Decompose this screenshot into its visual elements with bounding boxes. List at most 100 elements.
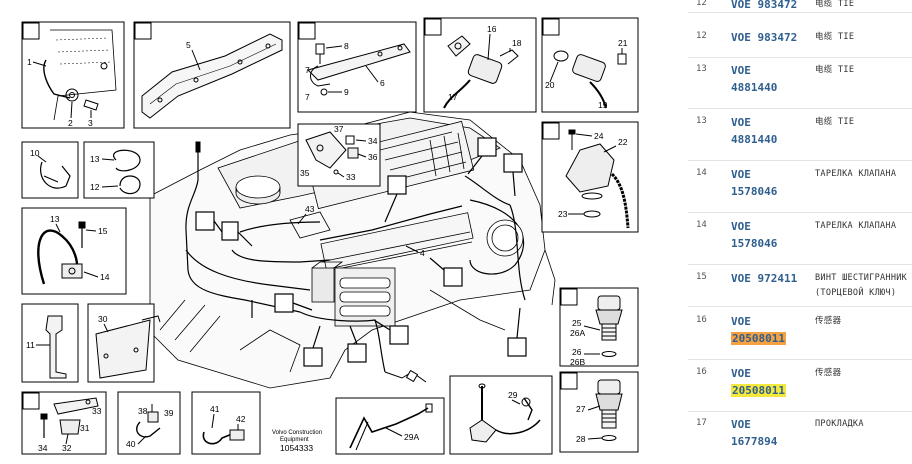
table-row[interactable]: 12 VOE 983472 电缆 TIE — [688, 27, 912, 58]
table-row[interactable]: 17 VOE 1677894 ПРОКЛАДКА — [688, 414, 912, 462]
svg-text:27: 27 — [576, 404, 586, 414]
part-prefix: VOE — [731, 418, 751, 431]
highlighted-part-code: 20508011 — [731, 384, 786, 397]
row-part-number[interactable]: VOE 1578046 — [731, 166, 801, 200]
svg-text:11: 11 — [26, 340, 35, 350]
panel-g: G 25 26A 26 26B — [559, 287, 639, 367]
panel-tube-29: 29 — [449, 375, 553, 455]
part-prefix: VOE — [731, 367, 751, 380]
table-row[interactable]: 15 VOE 972411 ВИНТ ШЕСТИГРАННИК (ТОРЦЕВО… — [688, 268, 912, 307]
panel-b: B 5 — [133, 21, 291, 129]
row-qty: 15 — [696, 272, 707, 282]
row-description: 传感器 — [815, 368, 842, 378]
svg-text:26A: 26A — [570, 328, 585, 338]
svg-text:26: 26 — [572, 347, 582, 357]
svg-text:13: 13 — [90, 154, 100, 164]
engine-callouts: 43 4 — [297, 204, 425, 258]
part-prefix: VOE — [731, 220, 751, 233]
svg-text:13: 13 — [50, 214, 60, 224]
svg-text:29A: 29A — [404, 432, 419, 442]
row-part-number[interactable]: VOE 4881440 — [731, 62, 801, 96]
svg-text:1054333: 1054333 — [280, 443, 313, 453]
svg-text:18: 18 — [512, 38, 522, 48]
exploded-parts-diagram: 43 4 D I F E G B G C A H — [21, 17, 639, 455]
svg-text:21: 21 — [618, 38, 628, 48]
row-qty: 13 — [696, 116, 707, 126]
panel-d: D 16 18 17 — [423, 17, 537, 113]
svg-text:14: 14 — [100, 272, 110, 282]
svg-text:22: 22 — [618, 137, 628, 147]
row-part-number[interactable]: VOE 983472 — [731, 31, 798, 44]
svg-text:7: 7 — [305, 92, 310, 102]
table-row[interactable]: 16 VOE 20508011 传感器 — [688, 311, 912, 360]
row-part-number[interactable]: VOE 1578046 — [731, 218, 801, 252]
table-row[interactable]: 13 VOE 4881440 电缆 TIE — [688, 112, 912, 161]
row-part-number[interactable]: VOE 4881440 — [731, 114, 801, 148]
engine-illustration — [149, 111, 556, 389]
svg-text:35: 35 — [300, 168, 310, 178]
row-description: ТАРЕЛКА КЛАПАНА — [815, 169, 897, 179]
svg-text:37: 37 — [334, 124, 344, 134]
table-row[interactable]: 16 VOE 20508011 传感器 — [688, 363, 912, 412]
svg-text:17: 17 — [448, 92, 458, 102]
panel-clamp-41: 41 42 — [191, 391, 261, 455]
row-qty: 14 — [696, 168, 707, 178]
panel-strap: 13 15 14 — [21, 207, 127, 295]
svg-text:39: 39 — [164, 408, 174, 418]
part-code: 4881440 — [731, 81, 778, 94]
parts-list: 12 VOE 983472 电缆 TIE 12 VOE 983472 电缆 TI… — [688, 0, 912, 464]
row-description: ПРОКЛАДКА — [815, 419, 864, 429]
svg-text:26B: 26B — [570, 357, 585, 367]
table-row[interactable]: 14 VOE 1578046 ТАРЕЛКА КЛАПАНА — [688, 216, 912, 265]
svg-text:38: 38 — [138, 406, 148, 416]
svg-text:9: 9 — [344, 87, 349, 97]
panel-clamp-38: 38 39 40 — [117, 391, 181, 455]
svg-text:15: 15 — [98, 226, 108, 236]
panel-clip-10: 10 — [21, 141, 79, 199]
svg-text:2: 2 — [68, 118, 73, 128]
row-description: ВИНТ ШЕСТИГРАННИК (ТОРЦЕВОЙ КЛЮЧ) — [815, 273, 908, 298]
svg-text:34: 34 — [38, 443, 48, 453]
svg-text:28: 28 — [576, 434, 586, 444]
svg-text:36: 36 — [368, 152, 378, 162]
panel-plate-30: 30 — [87, 303, 161, 383]
table-row[interactable]: 13 VOE 4881440 电缆 TIE — [688, 60, 912, 109]
svg-text:12: 12 — [90, 182, 100, 192]
panel-rings-12-13: 13 12 — [83, 141, 155, 199]
svg-text:40: 40 — [126, 439, 136, 449]
row-part-number[interactable]: VOE 20508011 — [731, 365, 801, 399]
svg-text:4: 4 — [420, 248, 425, 258]
row-part-number[interactable]: VOE 20508011 — [731, 313, 801, 347]
row-description: 传感器 — [815, 316, 842, 326]
svg-text:20: 20 — [545, 80, 555, 90]
row-qty: 17 — [696, 418, 707, 428]
row-part-number[interactable]: VOE 983472 — [731, 0, 798, 11]
panel-c: C 8 7 7 9 6 — [297, 21, 417, 113]
panel-bracket-11: 11 — [21, 303, 79, 383]
svg-text:16: 16 — [487, 24, 497, 34]
row-qty: 12 — [696, 31, 707, 41]
part-prefix: VOE — [731, 116, 751, 129]
svg-text:32: 32 — [62, 443, 72, 453]
panel-h: H 27 28 — [559, 371, 639, 453]
row-description: 电缆 TIE — [815, 65, 855, 75]
row-qty: 14 — [696, 220, 707, 230]
row-qty: 16 — [696, 315, 707, 325]
table-row[interactable]: 12 VOE 983472 电缆 TIE — [688, 0, 912, 13]
row-part-number[interactable]: VOE 972411 — [731, 272, 798, 285]
svg-text:25: 25 — [572, 318, 582, 328]
row-qty: 12 — [696, 0, 707, 8]
row-part-number[interactable]: VOE 1677894 — [731, 416, 801, 450]
row-qty: 16 — [696, 367, 707, 377]
part-code: 1677894 — [731, 435, 778, 448]
table-row[interactable]: 14 VOE 1578046 ТАРЕЛКА КЛАПАНА — [688, 164, 912, 213]
svg-text:30: 30 — [98, 314, 108, 324]
svg-text:23: 23 — [558, 209, 568, 219]
svg-text:6: 6 — [380, 78, 385, 88]
panel-tube-29a: 29A — [335, 397, 445, 455]
diagram-caption: Volvo Construction Equipment 1054333 — [272, 430, 322, 453]
part-prefix: VOE — [731, 315, 751, 328]
svg-text:43: 43 — [305, 204, 315, 214]
svg-text:3: 3 — [88, 118, 93, 128]
svg-text:7: 7 — [305, 65, 310, 75]
